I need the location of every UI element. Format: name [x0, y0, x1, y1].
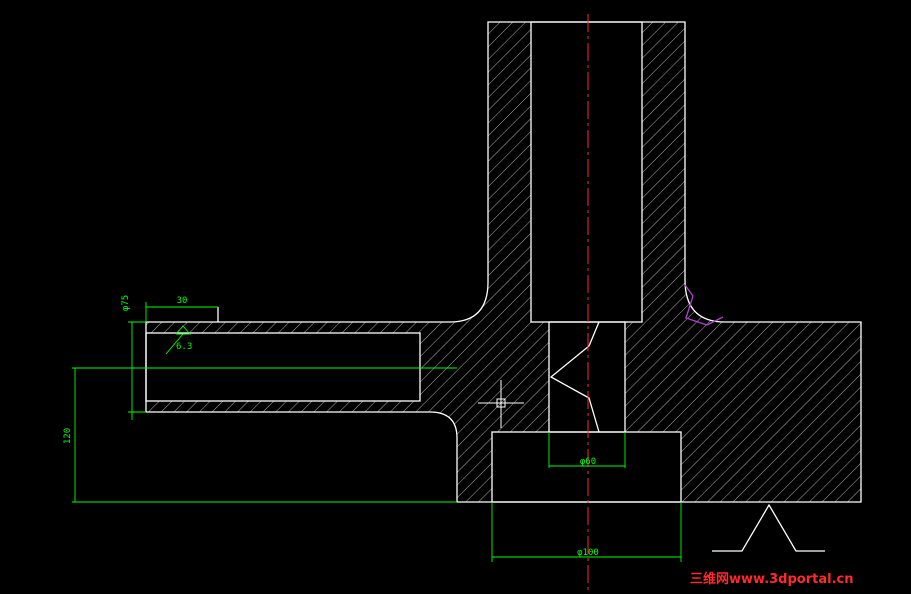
roughness-label: 6.3: [176, 342, 192, 352]
neck-void: [549, 322, 625, 432]
dim-30-label: 30: [177, 296, 188, 306]
dim-60-label: φ60: [580, 457, 596, 467]
section-voids: [146, 22, 681, 502]
part-outlines: [145, 21, 862, 503]
crosshair-cursor-icon: [478, 380, 524, 428]
body-section-fill: [146, 22, 861, 502]
shaft-bore-void: [531, 22, 642, 322]
support-symbol: [712, 503, 825, 552]
base-block-outline: [491, 431, 682, 503]
dimension-labels: φ75 30 6.3 120 φ60 φ100: [63, 295, 599, 558]
base-block-void: [492, 432, 681, 502]
roughness-leader: [165, 333, 184, 355]
corner-marker: [684, 284, 724, 326]
side-channel-outline: [145, 332, 421, 402]
dim-120-label: 120: [63, 428, 73, 444]
dimension-lines: [72, 302, 682, 562]
hatched-section: [146, 22, 861, 502]
watermark-text: 三维网www.3dportal.cn: [690, 571, 853, 587]
dim-100-label: φ100: [577, 548, 599, 558]
outer-profile: [145, 21, 862, 503]
dim-75-label: φ75: [121, 295, 131, 311]
v-notch-profile: [549, 321, 600, 433]
side-channel-void: [146, 333, 420, 401]
